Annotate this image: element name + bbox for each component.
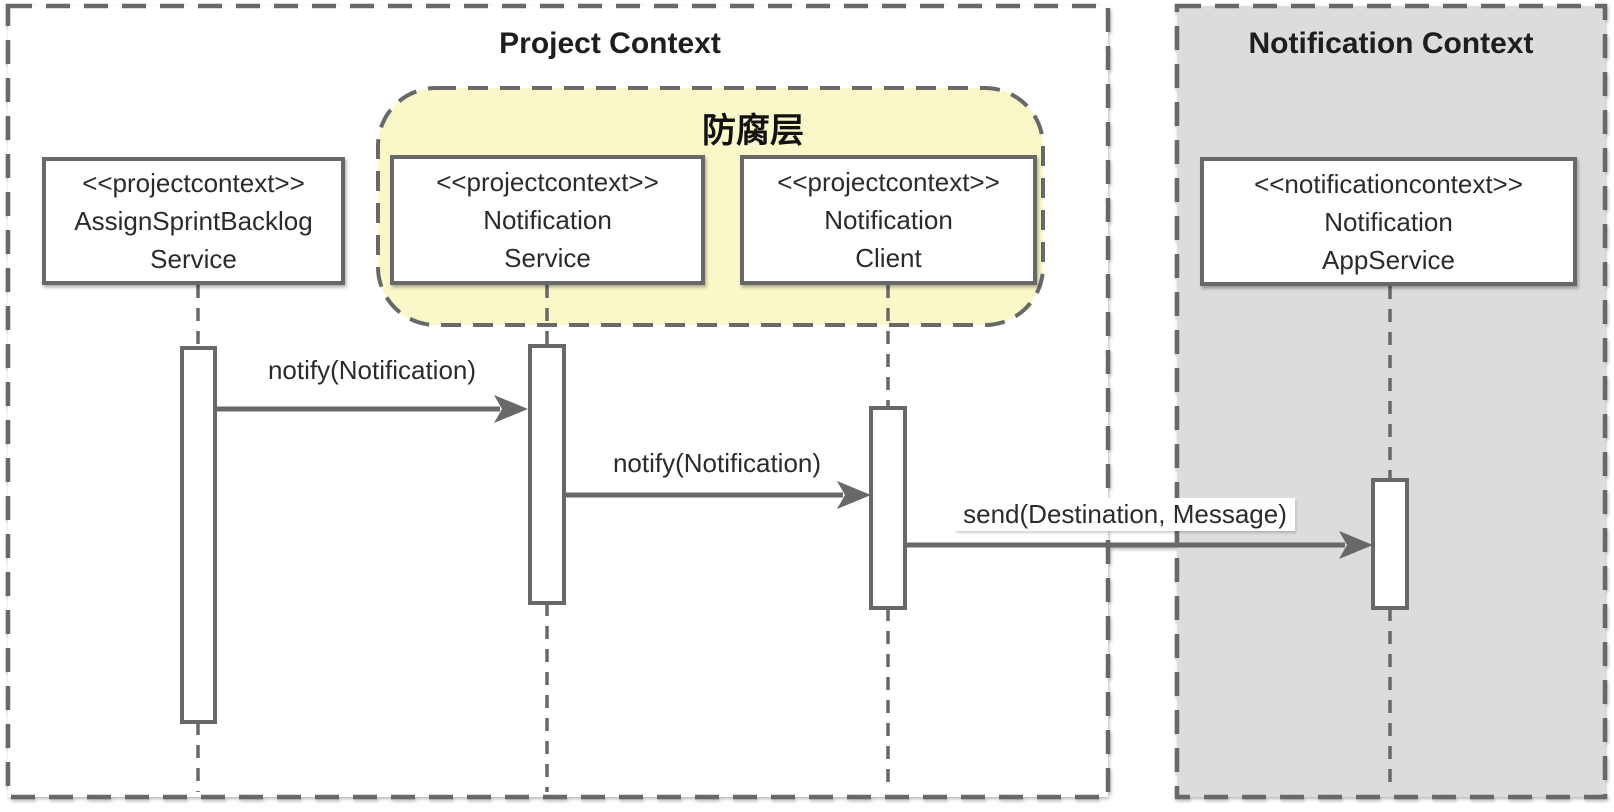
- project-context-title: Project Context: [499, 27, 721, 60]
- participant-name-line: Notification: [824, 205, 953, 235]
- activation-bar-notificationclient: [869, 406, 907, 610]
- acl-group-title: 防腐层: [702, 112, 804, 150]
- arrowhead-send: [1339, 531, 1373, 559]
- arrowhead-notify-1: [494, 395, 528, 423]
- activation-bar-notificationappservice: [1371, 478, 1409, 610]
- activation-bar-assignsprintbacklogservice: [180, 346, 217, 724]
- participant-notificationclient: <<projectcontext>> Notification Client: [740, 155, 1037, 285]
- participant-name-line: Client: [855, 243, 922, 273]
- participant-notificationservice: <<projectcontext>> Notification Service: [390, 155, 705, 285]
- arrowhead-notify-2: [837, 481, 871, 509]
- participant-assignsprintbacklogservice: <<projectcontext>> AssignSprintBacklog S…: [42, 157, 345, 285]
- participant-stereotype: <<notificationcontext>>: [1254, 168, 1523, 199]
- message-label-send: send(Destination, Message): [955, 498, 1295, 531]
- lifelines: [196, 285, 1392, 792]
- participant-name-line: Service: [504, 243, 591, 273]
- participant-stereotype: <<projectcontext>>: [436, 167, 659, 197]
- participant-name-line: AssignSprintBacklog: [74, 206, 313, 236]
- participant-name-line: Service: [150, 244, 237, 274]
- participant-notificationappservice: <<notificationcontext>> Notification App…: [1200, 157, 1577, 286]
- message-label-notify-1: notify(Notification): [267, 355, 477, 385]
- activation-bar-notificationservice: [528, 344, 566, 605]
- participant-name-line: Notification: [483, 205, 612, 235]
- message-label-notify-2: notify(Notification): [612, 448, 822, 478]
- participant-stereotype: <<projectcontext>>: [777, 167, 1000, 197]
- activation-bars: [180, 344, 1409, 724]
- participant-stereotype: <<projectcontext>>: [82, 168, 305, 198]
- notification-context-title: Notification Context: [1248, 27, 1534, 60]
- participant-name-line: AppService: [1322, 244, 1455, 275]
- participant-name-line: Notification: [1324, 206, 1453, 237]
- message-arrows: [215, 395, 1373, 559]
